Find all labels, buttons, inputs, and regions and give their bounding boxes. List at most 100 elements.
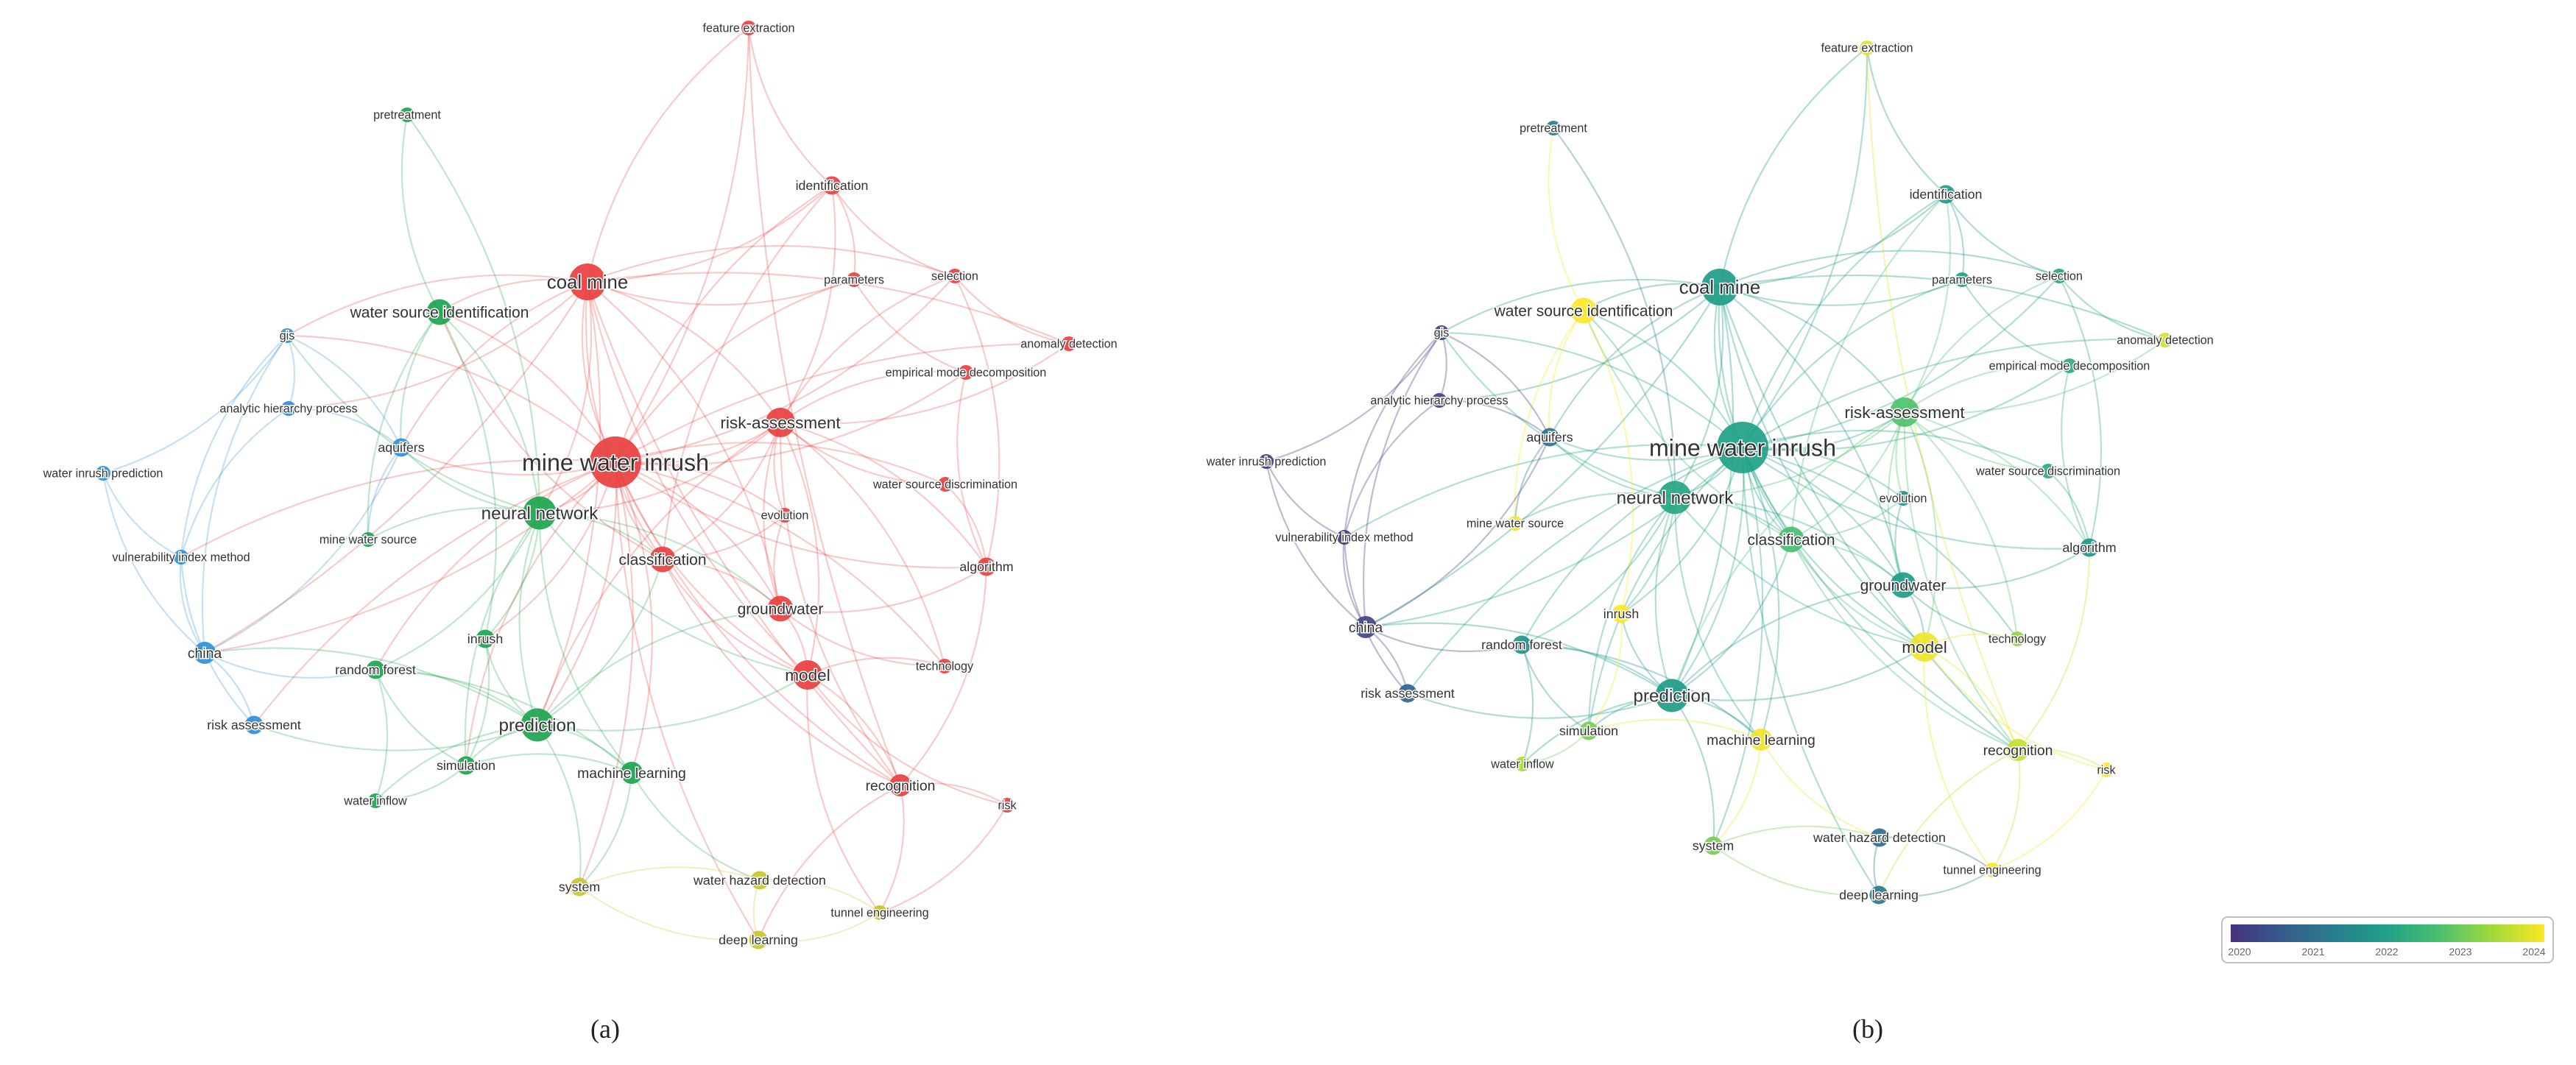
node-risk[interactable] (2099, 763, 2114, 777)
node-label-risk-assessment: risk assessment (1361, 686, 1455, 701)
node-water-inflow[interactable] (1515, 757, 1530, 771)
node-deep-learning[interactable] (749, 930, 768, 949)
node-neural-network[interactable] (1658, 481, 1692, 514)
node-tunnel-engineering[interactable] (1985, 863, 2000, 877)
node-analytic-hierarchy-process[interactable] (1432, 393, 1447, 408)
node-risk-assessment[interactable] (1398, 684, 1417, 703)
node-water-source-identification[interactable] (1570, 297, 1597, 324)
node-feature-extraction[interactable] (741, 21, 756, 35)
node-coal-mine[interactable] (569, 263, 606, 300)
node-classification[interactable] (1778, 526, 1804, 553)
node-groundwater[interactable] (1890, 572, 1916, 598)
node-mine-water-inrush[interactable] (1717, 422, 1768, 473)
node-water-source-identification[interactable] (426, 299, 453, 325)
node-random-forest[interactable] (366, 660, 385, 679)
node-analytic-hierarchy-process[interactable] (281, 401, 296, 416)
node-prediction[interactable] (521, 708, 554, 742)
link-edge (1587, 497, 1676, 732)
node-machine-learning[interactable] (1750, 729, 1772, 751)
node-inrush[interactable] (476, 629, 495, 648)
node-water-source-discrimination[interactable] (2041, 464, 2055, 478)
node-mine-water-source[interactable] (361, 532, 375, 547)
node-inrush[interactable] (1612, 604, 1631, 623)
node-tunnel-engineering[interactable] (872, 905, 887, 920)
link-edge (367, 507, 540, 540)
node-vulnerability-index-method[interactable] (1337, 530, 1352, 545)
node-model[interactable] (1910, 632, 1939, 662)
node-water-inrush-prediction[interactable] (1259, 454, 1274, 469)
node-vulnerability-index-method[interactable] (174, 550, 188, 565)
node-label-water-inflow: water inflow (1490, 758, 1554, 771)
link-edge (757, 785, 901, 941)
node-selection[interactable] (2052, 269, 2067, 283)
node-risk[interactable] (1000, 798, 1014, 813)
link-edge (1719, 286, 1905, 413)
node-anomaly-detection[interactable] (1062, 336, 1076, 351)
node-algorithm[interactable] (2080, 538, 2099, 557)
node-pretreatment[interactable] (400, 107, 414, 122)
node-random-forest[interactable] (1512, 635, 1531, 654)
node-water-inrush-prediction[interactable] (96, 466, 110, 481)
legend-color-bar (2231, 924, 2544, 942)
node-mine-water-inrush[interactable] (590, 436, 641, 488)
node-groundwater[interactable] (767, 595, 794, 622)
node-gis[interactable] (280, 328, 294, 343)
node-coal-mine[interactable] (1701, 269, 1738, 305)
node-parameters[interactable] (847, 272, 861, 287)
node-china[interactable] (194, 642, 216, 664)
node-selection[interactable] (948, 269, 962, 283)
node-feature-extraction[interactable] (1860, 40, 1874, 55)
link-edge (439, 311, 541, 514)
node-label-water-source-discrimination: water source discrimination (1975, 465, 2120, 478)
node-recognition[interactable] (889, 774, 911, 796)
node-risk-assessment-main[interactable] (1890, 397, 1919, 427)
node-label-selection: selection (2036, 270, 2083, 283)
node-risk-assessment[interactable] (244, 715, 264, 735)
link-edge (1719, 278, 1963, 306)
node-system[interactable] (570, 877, 589, 896)
node-label-deep-learning: deep learning (719, 933, 798, 947)
node-machine-learning[interactable] (621, 762, 643, 784)
node-technology[interactable] (937, 659, 952, 673)
node-identification[interactable] (822, 176, 841, 195)
link-edge (1674, 411, 1905, 499)
node-anomaly-detection[interactable] (2158, 333, 2173, 347)
node-identification[interactable] (1936, 185, 1955, 204)
link-edge (587, 281, 782, 609)
node-algorithm[interactable] (977, 557, 996, 576)
node-empirical-mode-decomposition[interactable] (2062, 358, 2077, 373)
link-edge (1719, 286, 1905, 586)
node-china[interactable] (1355, 616, 1377, 638)
node-model[interactable] (793, 660, 822, 690)
node-pretreatment[interactable] (1546, 121, 1561, 135)
node-deep-learning[interactable] (1869, 885, 1888, 905)
link-edge (1441, 332, 1676, 499)
node-evolution[interactable] (1896, 491, 1910, 506)
node-parameters[interactable] (1955, 272, 1969, 287)
node-water-inflow[interactable] (368, 793, 383, 808)
node-aquifers[interactable] (1540, 428, 1559, 447)
node-system[interactable] (1704, 836, 1723, 855)
node-simulation[interactable] (456, 756, 476, 775)
node-label-random-forest: random forest (335, 662, 416, 677)
node-gis[interactable] (1434, 325, 1449, 340)
node-water-source-discrimination[interactable] (938, 477, 953, 492)
node-risk-assessment-main[interactable] (766, 408, 795, 437)
node-mine-water-source[interactable] (1508, 516, 1522, 531)
node-prediction[interactable] (1655, 679, 1689, 712)
node-water-hazard-detection[interactable] (1870, 828, 1889, 847)
node-recognition[interactable] (2007, 739, 2029, 761)
node-evolution[interactable] (777, 508, 792, 523)
node-simulation[interactable] (1579, 721, 1598, 740)
node-aquifers[interactable] (392, 438, 411, 457)
link-edge (1741, 194, 1947, 448)
link-edge (1620, 447, 1744, 615)
node-neural-network[interactable] (523, 496, 557, 530)
node-water-hazard-detection[interactable] (750, 871, 769, 890)
node-empirical-mode-decomposition[interactable] (959, 365, 973, 380)
link-edge (1343, 537, 1408, 694)
link-edge (1904, 339, 2166, 414)
node-classification[interactable] (649, 546, 676, 573)
node-technology[interactable] (2010, 631, 2025, 646)
node-label-aquifers: aquifers (1526, 430, 1573, 445)
